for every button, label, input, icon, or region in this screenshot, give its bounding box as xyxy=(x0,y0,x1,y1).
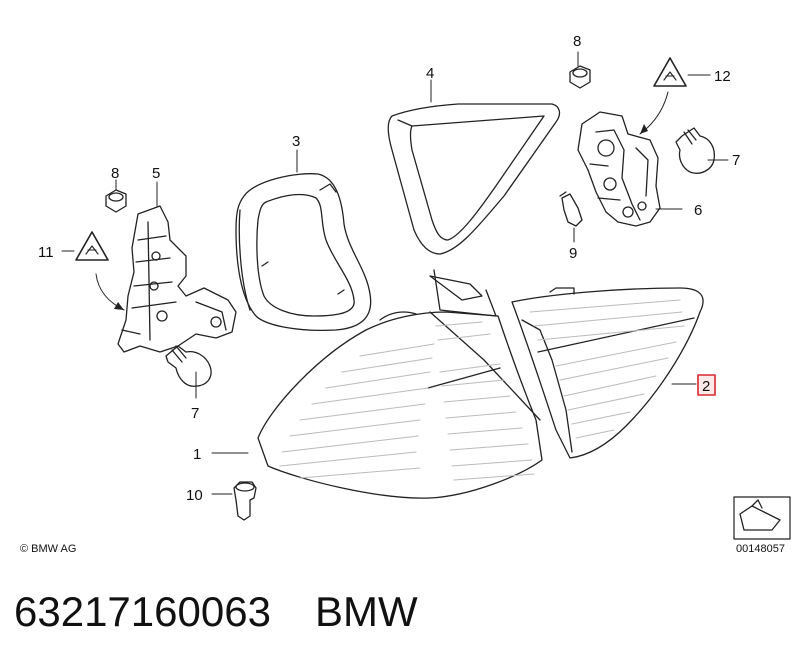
part-4-frame[interactable] xyxy=(387,103,561,255)
label-6: 6 xyxy=(694,202,702,219)
part-6-bulb-holder-right[interactable] xyxy=(577,111,661,227)
orientation-symbol-icon xyxy=(733,496,791,540)
label-9: 9 xyxy=(569,245,577,262)
label-5: 5 xyxy=(152,165,160,182)
part-2-inner-tail-light[interactable] xyxy=(511,287,704,459)
copyright-text: © BMW AG xyxy=(20,543,76,555)
part-9-small-bulb[interactable] xyxy=(559,191,583,227)
part-7-bulb-right[interactable] xyxy=(675,127,716,174)
part-number-footer: 63217160063 BMW xyxy=(14,588,418,636)
part-8-grommet-left[interactable] xyxy=(105,189,127,213)
warning-triangle-icon xyxy=(75,231,109,261)
label-3: 3 xyxy=(292,133,300,150)
label-10: 10 xyxy=(186,487,203,504)
arrowheads xyxy=(114,124,648,310)
part-number: 63217160063 xyxy=(14,588,271,635)
part-8-grommet-right[interactable] xyxy=(569,65,591,89)
part-10-plug[interactable] xyxy=(233,481,257,521)
label-4: 4 xyxy=(426,65,434,82)
label-2: 2 xyxy=(702,378,710,395)
brand-name: BMW xyxy=(314,588,418,635)
labels: 1 2 3 4 5 6 7 7 8 8 9 10 11 12 © BMW AG … xyxy=(20,33,785,555)
label-8-right: 8 xyxy=(573,33,581,50)
label-12: 12 xyxy=(714,68,731,85)
highlight-box xyxy=(697,374,716,396)
part-3-gasket[interactable] xyxy=(235,173,372,332)
label-1: 1 xyxy=(193,446,201,463)
label-7-right: 7 xyxy=(732,152,740,169)
part-1-outer-tail-light[interactable] xyxy=(257,269,543,499)
label-8-left: 8 xyxy=(111,165,119,182)
part-5-bulb-holder-left[interactable] xyxy=(117,205,237,353)
diagram-id: 00148057 xyxy=(736,543,785,555)
label-11: 11 xyxy=(38,244,54,261)
warning-triangle-icon xyxy=(653,57,687,87)
part-7-bulb-left[interactable] xyxy=(165,345,212,387)
label-7-left: 7 xyxy=(191,405,199,422)
